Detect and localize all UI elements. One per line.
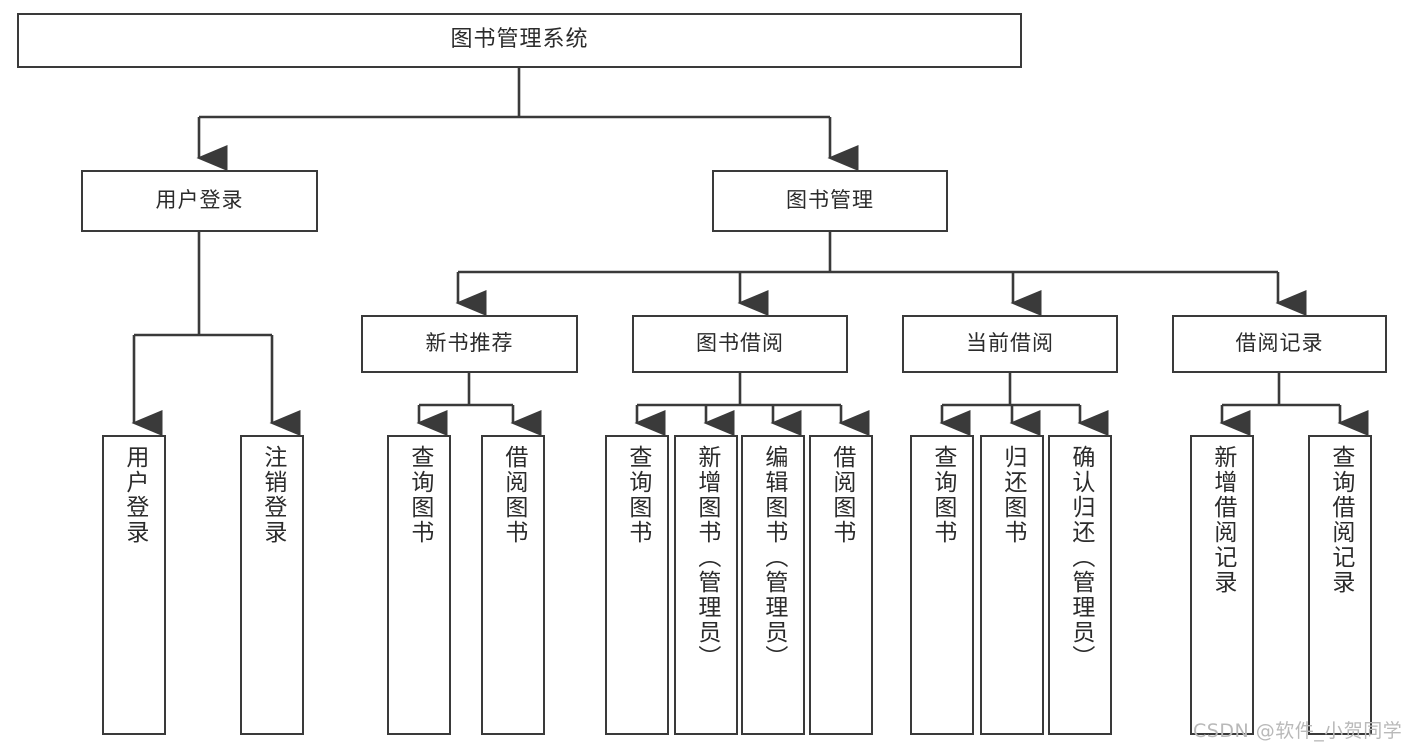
leaf-node[interactable]: 查询借阅记录 [1308,435,1372,735]
leaf-node[interactable]: 借阅图书 [809,435,873,735]
node-root[interactable]: 图书管理系统 [17,13,1022,68]
leaf-node[interactable]: 查询图书 [605,435,669,735]
leaf-node[interactable]: 借阅图书 [481,435,545,735]
leaf-node[interactable]: 查询图书 [910,435,974,735]
leaf-node[interactable]: 查询图书 [387,435,451,735]
leaf-node-label: 借阅图书 [500,445,527,545]
leaf-node-label: 查询图书 [929,445,956,545]
node-current-borrowing[interactable]: 当前借阅 [902,315,1118,373]
leaf-node[interactable]: 编辑图书（管理员） [741,435,805,735]
node-borrowing-record-label: 借阅记录 [1235,331,1324,356]
node-user-login-label: 用户登录 [155,188,244,213]
node-current-borrowing-label: 当前借阅 [966,331,1054,356]
leaf-node[interactable]: 注销登录 [240,435,304,735]
node-book-borrowing[interactable]: 图书借阅 [632,315,848,373]
node-borrowing-record[interactable]: 借阅记录 [1172,315,1387,373]
leaf-node[interactable]: 用户登录 [102,435,166,735]
node-root-label: 图书管理系统 [450,27,589,53]
leaf-node-label: 查询借阅记录 [1327,445,1354,595]
leaf-node-label: 查询图书 [406,445,433,545]
node-book-management[interactable]: 图书管理 [712,170,948,232]
leaf-node-label: 注销登录 [259,445,286,545]
node-new-book-recommendation-label: 新书推荐 [425,331,514,356]
node-book-management-label: 图书管理 [786,188,874,213]
leaf-node-label: 确认归还（管理员） [1067,445,1094,670]
leaf-node[interactable]: 归还图书 [980,435,1044,735]
leaf-node[interactable]: 确认归还（管理员） [1048,435,1112,735]
leaf-node-label: 新增图书（管理员） [693,445,720,670]
node-user-login[interactable]: 用户登录 [81,170,318,232]
leaf-node-label: 新增借阅记录 [1209,445,1236,595]
leaf-node-label: 查询图书 [624,445,651,545]
node-new-book-recommendation[interactable]: 新书推荐 [361,315,578,373]
leaf-node[interactable]: 新增借阅记录 [1190,435,1254,735]
leaf-node[interactable]: 新增图书（管理员） [674,435,738,735]
leaf-node-label: 借阅图书 [828,445,855,545]
leaf-node-label: 用户登录 [121,445,148,545]
csdn-watermark: CSDN @软件_小贺同学 [1193,720,1403,742]
leaf-node-label: 归还图书 [999,445,1026,545]
leaf-node-label: 编辑图书（管理员） [760,445,787,670]
node-book-borrowing-label: 图书借阅 [696,331,784,356]
